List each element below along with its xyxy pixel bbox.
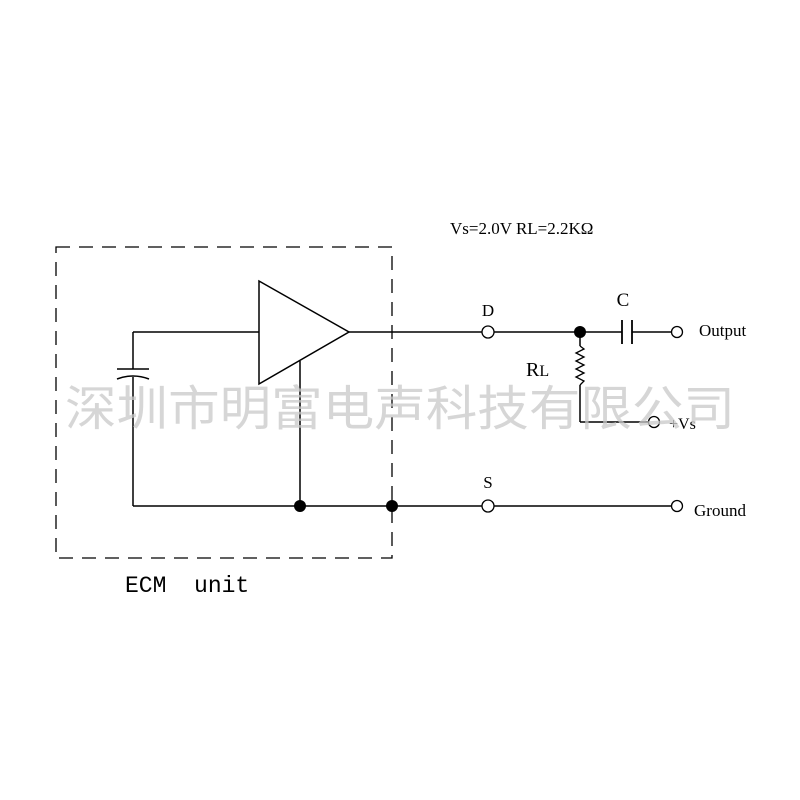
ecm-unit-boundary: [55, 246, 393, 559]
label-rl-main: R: [526, 359, 540, 381]
coupling-capacitor: [621, 320, 633, 344]
junction-dot-source-left: [294, 500, 306, 512]
label-rl-sub: L: [539, 363, 549, 380]
label-rl: RL: [526, 359, 549, 381]
label-d: D: [482, 301, 494, 320]
terminal-output: [670, 325, 684, 339]
label-ground: Ground: [694, 501, 746, 520]
wires: [133, 331, 672, 507]
terminal-ground: [670, 499, 684, 513]
label-vs: +Vs: [669, 416, 696, 433]
watermark-text: 深圳市明富电声科技有限公司: [65, 381, 735, 437]
label-output: Output: [699, 321, 747, 340]
diaphragm-capacitor-symbol: [116, 332, 150, 506]
label-c: C: [617, 290, 630, 311]
amplifier-triangle: [258, 279, 351, 386]
terminal-vs: [647, 415, 661, 429]
label-ecm-unit: ECM unit: [125, 573, 249, 599]
load-resistor-zigzag: [574, 345, 586, 386]
parameter-label: Vs=2.0V RL=2.2KΩ: [450, 219, 593, 238]
terminal-s: [481, 499, 495, 513]
junction-dot-source-right: [386, 500, 398, 512]
label-s: S: [483, 473, 492, 492]
junction-dot-output-node: [574, 326, 586, 338]
terminal-d: [481, 325, 495, 339]
